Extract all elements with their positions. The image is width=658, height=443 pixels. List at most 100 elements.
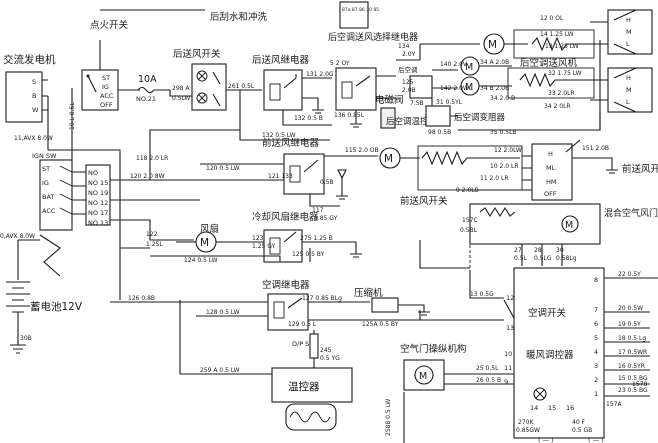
wire-label-2oy: 2.0Y — [402, 51, 416, 58]
wire-label-298a: 298 A — [172, 85, 190, 92]
wire-label-058lg: 0.58Lg — [556, 255, 577, 262]
front-pos-hm: HM — [546, 178, 557, 186]
rear-lower-l: L — [626, 98, 630, 106]
rear-upper-l: L — [626, 40, 630, 48]
ign-pos-off: OFF — [100, 101, 113, 109]
rear-ac-select-relay-body — [335, 67, 377, 111]
motor-3-m: M — [465, 82, 473, 93]
wire-label-26: 26 0.5 B — [476, 377, 501, 384]
wire-label-0avx: 0,AVX 8.0W — [0, 233, 35, 240]
wire-label-30: 30 — [556, 247, 564, 254]
wire-label-17: 17 0.5WR — [618, 349, 647, 356]
mix-door-motor — [561, 215, 579, 233]
wire-label-259: 259 A 0.5 LW — [200, 367, 240, 374]
mix-door-actuator-label: 混合空气风门操纵机构 — [604, 207, 658, 219]
battery: 0,AVX 8.0W 蓄电池12V 30B — [0, 233, 83, 354]
rear-ac-resistor-label: 后空调变阻器 — [454, 112, 506, 123]
wire-label-118: 118 2.0 LR — [136, 155, 168, 162]
wire-label-261: 261 0.5L — [228, 83, 255, 90]
wire-label-05l: 0.5L — [514, 255, 528, 262]
front-pos-off: OFF — [544, 190, 557, 198]
alternator-terminal-b: B — [32, 92, 36, 100]
ign-pos-ig: IG — [102, 83, 109, 91]
front-fan-switch-body — [531, 143, 573, 201]
alternator: 交流发电机 S B W 11,AVX 8.0W — [3, 53, 56, 150]
wire-label-05b: 0.5B — [320, 179, 334, 186]
ign-sw-label: IGN SW — [32, 152, 57, 160]
ign-pos-acc: ACC — [100, 92, 114, 100]
wire-label-05lw-a: 0.5LW — [172, 95, 190, 102]
cooling-fan: 122 1.25L 风扇 M 冷却风扇继电器 123 275 1.25 B 1.… — [146, 211, 362, 264]
front-motor-m: M — [384, 153, 393, 165]
wire-label-28: 28 — [534, 247, 542, 254]
wire-label-16: 16 0.5YR — [618, 363, 645, 370]
dp-sw-label: D/P SW — [292, 340, 316, 348]
ignition-switch: 点火开关 ST IG ACC OFF 10A NO.21 10 L 0.5L 后… — [69, 9, 268, 150]
solenoid-valve-label: 电磁阀 — [375, 94, 404, 106]
wire-label-142: 142 2.0WL — [440, 85, 473, 92]
wire-label-ign-feed: 10 L 0.5L — [69, 102, 76, 130]
fuse-10a-label: 10A — [138, 74, 157, 85]
wire-label-12ol: 12 0 OL — [540, 15, 564, 22]
wire-label-2588: 2588 0.5 LW — [385, 399, 392, 436]
ignition-switch-label: 点火开关 — [90, 19, 129, 31]
thermostat-sensor — [285, 403, 337, 431]
wire-label-085gy: 0.85 GY — [314, 215, 338, 222]
relay-pin-diagram — [339, 1, 369, 29]
ac-relay: 空调继电器 126 0.8B 127 0.85 BLg 128 0.5 LW 1… — [110, 279, 504, 331]
wire-label-34c: 34 2.0 B — [490, 95, 515, 102]
wire-label-1578: 1578 — [632, 381, 647, 388]
pin-4-label: 4 — [594, 348, 598, 356]
wire-label-123: 123 — [252, 235, 264, 242]
alternator-label: 交流发电机 — [3, 53, 56, 66]
rear-ac-fan-label: 后空调送风机 — [520, 57, 578, 69]
compressor-body — [371, 297, 399, 313]
wire-label-05gb: 0.5 GB — [572, 427, 592, 434]
pin-5-label: 5 — [594, 334, 598, 342]
rear-ac-temp-ctrl-box — [425, 105, 451, 127]
pin-6-label: 6 — [594, 320, 598, 328]
front-fan-relay-label: 前送风继电器 — [262, 137, 320, 149]
front-fan: M 12 2.0LW 10 2.0 LR 11 2.0 LR 9 2.0LB H… — [379, 139, 658, 207]
ign-term-bat: BAT — [42, 193, 54, 201]
ign-no-19: NO 19 — [88, 189, 108, 197]
ign-no-17: NO 17 — [88, 209, 108, 217]
rear-fan-switch: 后送风开关 298 A 0.5LW 261 0.5L — [172, 48, 262, 111]
wire-label-117: 117 — [312, 207, 324, 214]
solenoid-valve-body — [380, 107, 396, 129]
pin-10-label: 10 — [504, 350, 512, 358]
wire-label-34d: 34 2 0LR — [544, 103, 571, 110]
wire-label-25: 25 0.5L — [476, 365, 499, 372]
wire-label-245: 245 — [320, 347, 332, 354]
wire-label-128b: 128 0.5 LW — [206, 309, 240, 316]
ign-pos-st: ST — [102, 74, 110, 82]
wire-label-157a: 157A — [606, 401, 622, 408]
pin-2-label: 2 — [594, 376, 598, 384]
wire-label-05lg: 0.5LG — [534, 255, 552, 262]
wire-label-52oy: 5 2 OY — [330, 60, 350, 67]
pin-16-label: 16 — [566, 404, 574, 412]
wire-label-132b: 132 0.5 LW — [262, 132, 296, 139]
wire-label-23: 23 0.5 BG — [618, 387, 648, 394]
wire-label-98: 98 0.5B — [428, 129, 451, 136]
wire-label-10: 10 2.0 LR — [490, 163, 519, 170]
wire-label-05yg: 0.5 YG — [320, 355, 340, 362]
front-fan-switch-label: 前送风开关 — [400, 195, 448, 207]
rear-upper-h: H — [626, 16, 631, 24]
ign-term-ig: IG — [42, 179, 49, 187]
ac-switch-label: 空调开关 — [528, 307, 567, 319]
wire-label-131: 131 2.0G — [306, 71, 334, 78]
rear-ac-fans: M M M 140 2.0V 142 2.0WL 34 A 2.0B 34 B … — [419, 9, 653, 136]
wire-label-34b: 34 B 2.0B — [480, 85, 509, 92]
wire-label-124: 124 0.5 LW — [184, 257, 218, 264]
wire-label-11avx: 11,AVX 8.0W — [14, 135, 53, 142]
ign-no-13: NO 13 — [88, 219, 108, 227]
ign-term-st: ST — [42, 165, 50, 173]
battery-label: 蓄电池12V — [30, 300, 83, 313]
wire-label-270k: 270K — [518, 419, 534, 426]
fuse-no21-label: NO.21 — [136, 95, 156, 103]
air-door-motor-m: M — [419, 371, 427, 382]
cooling-fan-relay-label: 冷却风扇继电器 — [252, 211, 319, 223]
heater-controller: 空调开关 暖风调控器 12 13 13 0.5G 8 7 6 5 4 3 2 1… — [444, 267, 658, 443]
wire-label-34a: 34 A 2.0B — [480, 59, 509, 66]
